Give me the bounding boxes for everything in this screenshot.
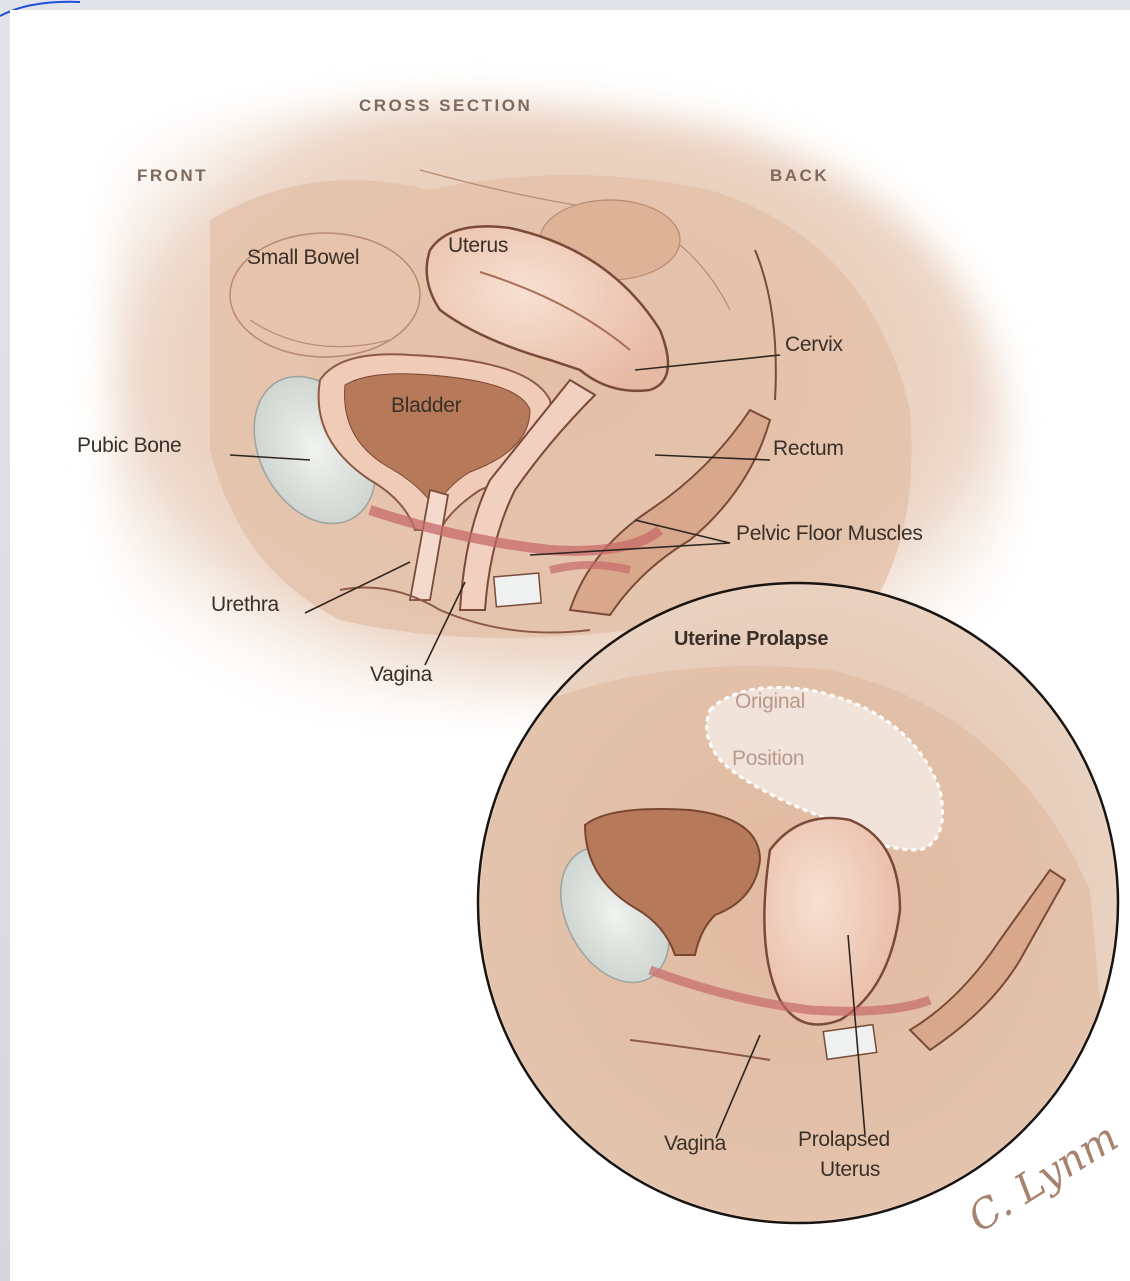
- label-cervix: Cervix: [785, 333, 843, 357]
- inset-title: Uterine Prolapse: [674, 628, 828, 651]
- label-rectum: Rectum: [773, 437, 844, 461]
- header-back: BACK: [770, 166, 829, 186]
- illustration-canvas: CROSS SECTION FRONT BACK Small Bowel Ute…: [10, 10, 1130, 1281]
- label-pubic-bone: Pubic Bone: [77, 434, 181, 458]
- inset-label-vagina: Vagina: [664, 1132, 726, 1156]
- label-urethra: Urethra: [211, 593, 279, 617]
- label-vagina: Vagina: [370, 663, 432, 687]
- inset-label-position: Position: [732, 747, 804, 771]
- label-small-bowel: Small Bowel: [247, 246, 359, 270]
- inset-label-prolapsed: Prolapsed: [798, 1128, 890, 1152]
- pelvis-illustration: [10, 10, 1130, 1281]
- header-front: FRONT: [137, 166, 208, 186]
- label-bladder: Bladder: [391, 394, 461, 418]
- label-uterus: Uterus: [448, 234, 508, 258]
- header-cross-section: CROSS SECTION: [359, 96, 532, 116]
- inset-label-uterus: Uterus: [820, 1158, 880, 1182]
- inset-label-original: Original: [735, 690, 805, 714]
- label-pelvic-floor-muscles: Pelvic Floor Muscles: [736, 522, 923, 546]
